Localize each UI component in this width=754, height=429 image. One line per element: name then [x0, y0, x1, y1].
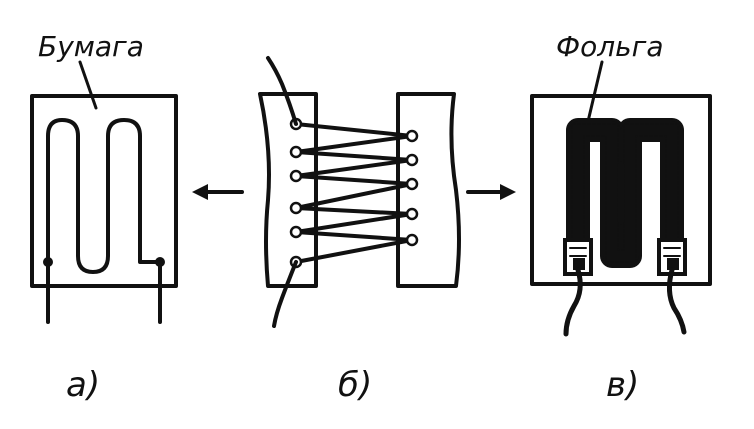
label-a: а) — [66, 365, 100, 405]
foil-lead-wire-right — [666, 267, 687, 335]
solder-pad-right — [657, 238, 687, 276]
lead-wire-top — [266, 56, 298, 126]
arrow-right — [466, 184, 516, 200]
label-v: в) — [606, 365, 639, 405]
pins-right — [405, 129, 419, 247]
wire-grid-serpentine — [46, 118, 162, 274]
paper-leader-line — [78, 60, 98, 110]
panel-b: б) — [258, 56, 461, 405]
winding-wire — [294, 122, 414, 264]
panel-a: Бумага а) — [30, 30, 178, 405]
foil-grid — [566, 118, 684, 270]
paper-substrate — [30, 94, 178, 288]
mount-block-right — [396, 92, 461, 288]
lead-wire-bottom — [272, 260, 298, 328]
mount-block-left — [258, 92, 318, 288]
paper-label: Бумага — [38, 30, 144, 63]
panel-v: Фольга в) — [530, 30, 712, 405]
foil-label: Фольга — [556, 30, 664, 63]
label-b: б) — [338, 365, 372, 405]
foil-substrate — [530, 94, 712, 286]
arrow-left — [192, 184, 244, 200]
foil-lead-wire-left — [563, 267, 583, 337]
pins-left — [289, 117, 303, 269]
